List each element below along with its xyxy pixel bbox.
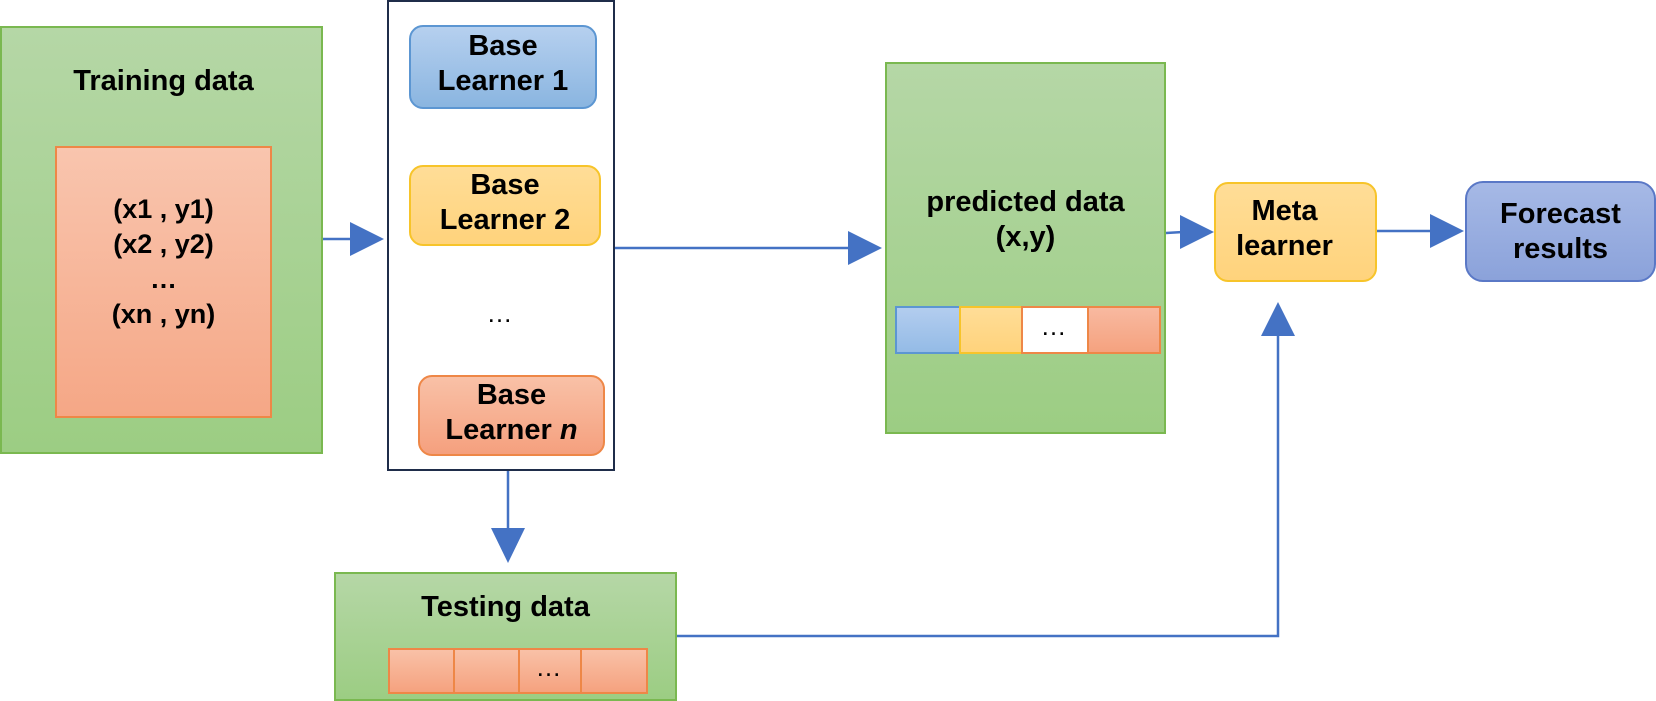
training-samples-box: (x1 , y1) (x2 , y2) … (xn , yn) [55, 146, 272, 418]
meta-learner-box: Meta learner [1214, 182, 1377, 282]
predicted-cell-n [1087, 306, 1161, 354]
predicted-data-title: predicted data (x,y) [926, 186, 1125, 254]
training-sample-1: (x1 , y1) [113, 194, 214, 224]
training-data-title: Training data [73, 65, 254, 97]
training-sample-n: (xn , yn) [111, 299, 216, 330]
training-sample-2: (x2 , y2) [113, 229, 214, 260]
testing-cell-1 [388, 648, 455, 694]
testing-cell-2 [453, 648, 520, 694]
base-learners-container: Base Learner 1 Base Learner 2 … Base Lea… [387, 0, 615, 471]
predicted-cell-1 [895, 306, 961, 354]
testing-cell-n [580, 648, 648, 694]
predicted-cell-ellipsis: … [1021, 306, 1089, 354]
base-learner-2: Base Learner 2 [409, 165, 601, 246]
predicted-data-cells: … [895, 306, 1161, 354]
predicted-data-box: predicted data (x,y) … [885, 62, 1166, 434]
training-data-box: Training data (x1 , y1) (x2 , y2) … (xn … [0, 26, 323, 454]
arrow-meta-to-forecast [1377, 214, 1464, 248]
testing-data-cells: … [388, 648, 648, 694]
base-learners-ellipsis: … [486, 298, 516, 328]
training-sample-ellipsis: … [150, 264, 177, 295]
forecast-results-box: Forecast results [1465, 181, 1656, 282]
base-learner-1: Base Learner 1 [409, 25, 597, 109]
arrow-training-to-learners [323, 222, 384, 256]
testing-cell-ellipsis: … [518, 648, 582, 694]
arrow-learners-to-testing [491, 471, 525, 563]
arrow-testing-to-meta [677, 302, 1295, 638]
training-samples-list: (x1 , y1) (x2 , y2) … (xn , yn) [57, 192, 270, 332]
base-learner-n: Base Learner n [418, 375, 605, 456]
testing-data-title: Testing data [421, 591, 590, 623]
testing-data-box: Testing data … [334, 572, 677, 701]
predicted-cell-2 [959, 306, 1023, 354]
arrow-predicted-to-meta [1165, 215, 1214, 249]
arrow-learners-to-predicted [611, 231, 882, 265]
